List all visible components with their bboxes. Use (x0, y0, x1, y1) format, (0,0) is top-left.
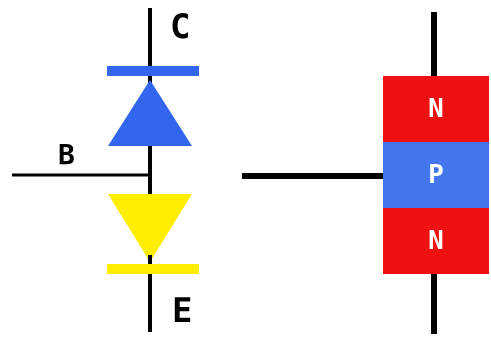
layer-n-top-label: N (428, 94, 444, 124)
emitter-label: E (172, 291, 193, 331)
layer-p-label: P (428, 160, 444, 190)
base-label: B (58, 138, 75, 171)
layer-n-bottom-label: N (428, 226, 444, 256)
lower-diode-bar (107, 264, 199, 274)
collector-label: C (170, 7, 191, 47)
lower-diode-triangle (108, 194, 192, 262)
layer-n-bottom (383, 208, 489, 274)
layer-p (383, 142, 489, 208)
upper-diode-triangle (108, 80, 192, 146)
upper-diode-bar (107, 66, 199, 76)
layer-n-top (383, 76, 489, 142)
